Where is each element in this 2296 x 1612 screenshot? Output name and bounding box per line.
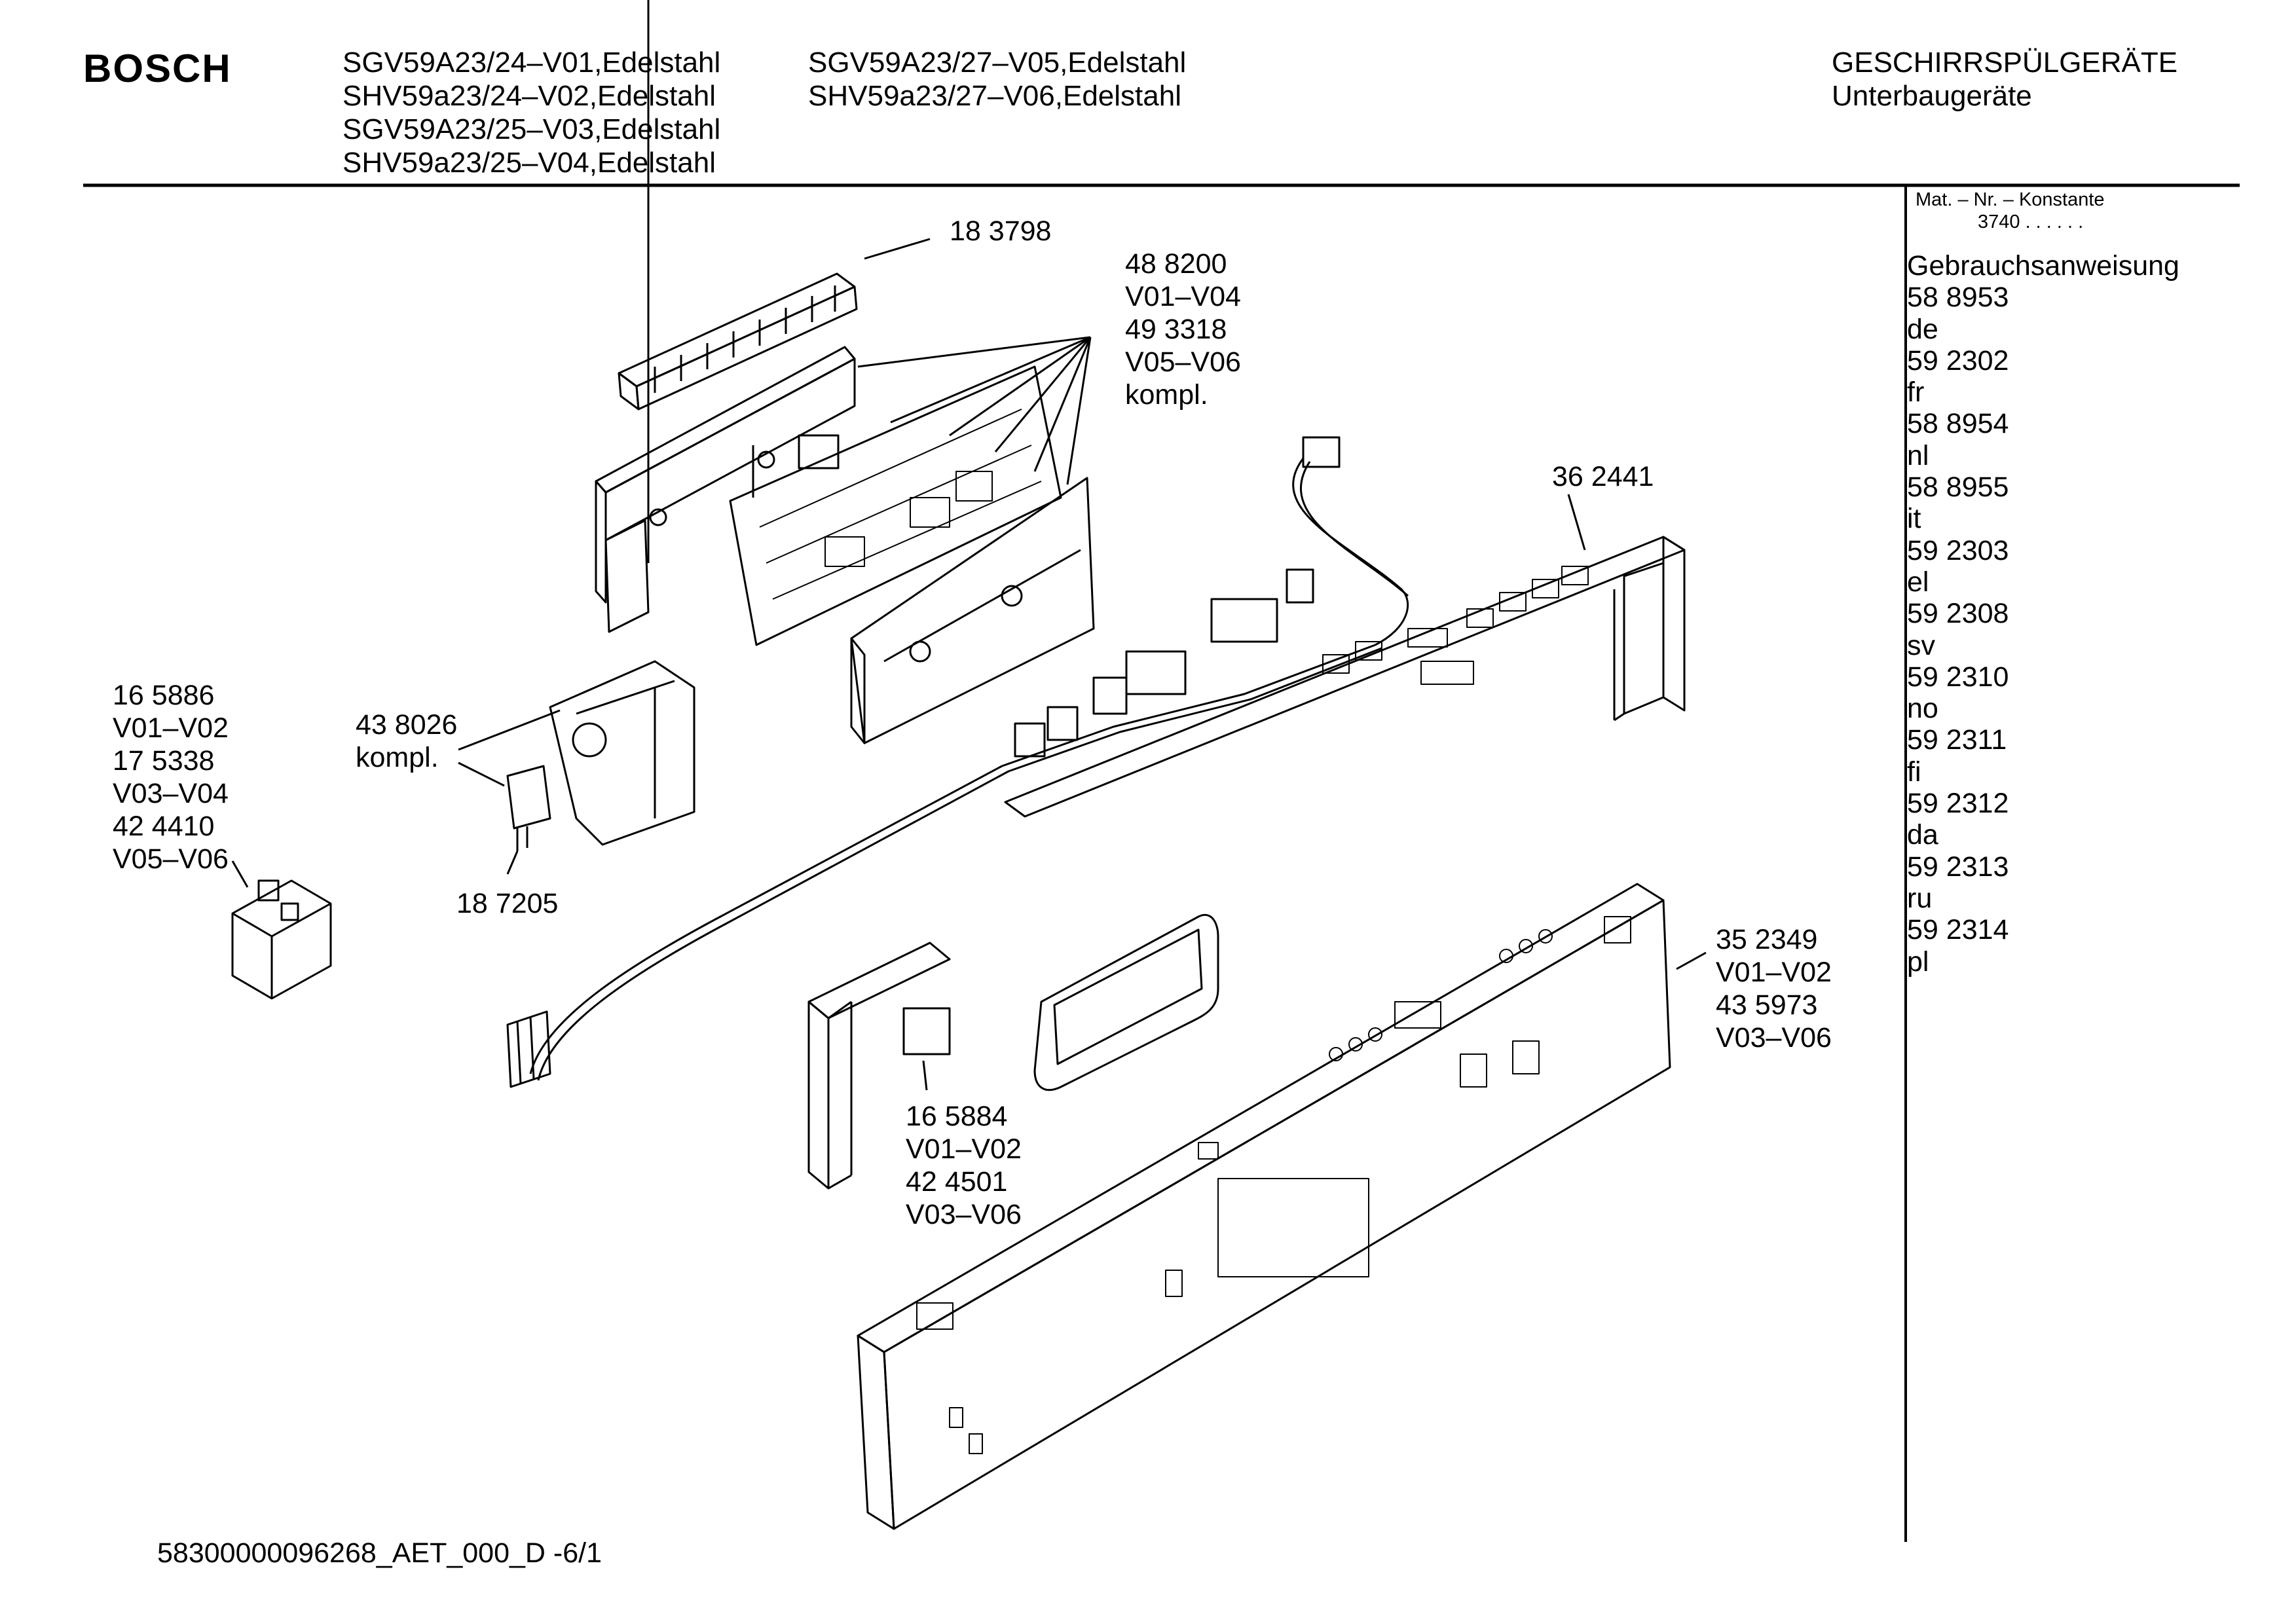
front-trim-part	[807, 913, 1219, 1190]
label-line: V05–V06	[113, 843, 229, 875]
control-module-part	[595, 0, 1095, 744]
manual-number: 58 8953	[1907, 282, 2009, 314]
part-label-362441: 36 2441	[1552, 461, 1654, 492]
part-label-187205: 18 7205	[456, 888, 559, 919]
relay-part	[231, 860, 332, 1000]
manual-lang: el	[1907, 566, 1929, 598]
manual-lang: no	[1907, 693, 1938, 725]
manual-lang: it	[1907, 503, 1921, 535]
manual-lang: da	[1907, 819, 1938, 851]
document-code: 58300000096268_AET_000_D -6/1	[157, 1537, 602, 1569]
label-line: 17 5338	[113, 745, 215, 777]
model-line: SHV59a23/25–V04,Edelstahl	[343, 147, 716, 179]
manual-number: 59 2310	[1907, 661, 2009, 693]
manual-number: 59 2308	[1907, 598, 2009, 630]
part-label-165886: 16 5886 V01–V02 17 5338 V03–V04 42 4410 …	[113, 679, 229, 875]
model-line: SHV59a23/24–V02,Edelstahl	[343, 80, 716, 112]
part-label-165884: 16 5884 V01–V02 42 4501 V03–V06	[906, 1100, 1022, 1231]
button-strip-part	[618, 272, 858, 411]
mat-value: 3740 . . . . . .	[1978, 211, 2084, 232]
label-line: V01–V02	[1716, 957, 1832, 988]
model-line: SGV59A23/24–V01,Edelstahl	[343, 46, 721, 79]
solenoid-part	[458, 660, 695, 875]
brand-logo: BOSCH	[83, 46, 232, 90]
part-label-352349: 35 2349 V01–V02 43 5973 V03–V06	[1716, 923, 1832, 1054]
category-block: GESCHIRRSPÜLGERÄTE Unterbaugeräte	[1832, 46, 2177, 113]
manual-number: 59 2314	[1907, 914, 2009, 946]
control-panel-part	[857, 883, 1707, 1530]
part-label-183798: 18 3798	[950, 215, 1052, 247]
side-frame-part	[1004, 494, 1686, 818]
manual-lang: de	[1907, 313, 1938, 345]
manual-number: 59 2313	[1907, 851, 2009, 883]
label-line: V05–V06	[1125, 346, 1241, 378]
manual-number: 58 8955	[1907, 471, 2009, 504]
label-line: 42 4501	[906, 1166, 1008, 1198]
manual-lang: ru	[1907, 882, 1933, 914]
model-list-2: SGV59A23/27–V05,Edelstahl SHV59a23/27–V0…	[808, 46, 1186, 113]
manual-lang: nl	[1907, 439, 1929, 471]
manual-lang: fi	[1907, 756, 1921, 788]
manual-number: 59 2302	[1907, 344, 2009, 376]
model-line: SHV59a23/27–V06,Edelstahl	[808, 80, 1181, 112]
manual-lang: fr	[1907, 376, 1925, 409]
part-label-438026: 43 8026 kompl.	[356, 708, 457, 774]
mat-constant: Mat. – Nr. – Konstante 3740 . . . . . .	[1916, 189, 2105, 233]
label-line: 16 5886	[113, 680, 215, 711]
label-line: V01–V02	[113, 712, 229, 744]
manual-number: 59 2312	[1907, 788, 2009, 820]
model-line: SGV59A23/27–V05,Edelstahl	[808, 46, 1187, 79]
category-subtitle: Unterbaugeräte	[1832, 80, 2032, 112]
label-line: kompl.	[1125, 379, 1208, 411]
category-title: GESCHIRRSPÜLGERÄTE	[1832, 46, 2178, 79]
mat-label: Mat. – Nr. – Konstante	[1916, 189, 2105, 210]
model-list-1: SGV59A23/24–V01,Edelstahl SHV59a23/24–V0…	[343, 46, 720, 179]
label-line: V01–V02	[906, 1133, 1022, 1165]
model-line: SGV59A23/25–V03,Edelstahl	[343, 113, 721, 145]
label-line: kompl.	[356, 742, 439, 773]
label-line: V03–V04	[113, 778, 229, 809]
label-line: V03–V06	[906, 1199, 1022, 1230]
part-label-488200: 48 8200 V01–V04 49 3318 V05–V06 kompl.	[1125, 247, 1241, 411]
label-line: 43 5973	[1716, 989, 1818, 1021]
label-line: 35 2349	[1716, 924, 1818, 955]
label-line: V03–V06	[1716, 1022, 1832, 1053]
wiring-harness-part	[506, 436, 1409, 1088]
manual-number: 58 8954	[1907, 408, 2009, 440]
manual-lang: pl	[1907, 945, 1929, 978]
label-line: 16 5884	[906, 1101, 1008, 1132]
manual-heading: Gebrauchsanweisung	[1907, 250, 2179, 282]
label-line: 42 4410	[113, 811, 215, 842]
label-line: 49 3318	[1125, 314, 1227, 345]
manual-lang: sv	[1907, 629, 1935, 661]
label-line: 48 8200	[1125, 248, 1227, 280]
manual-list: Gebrauchsanweisung 58 8953 de 59 2302 fr…	[1907, 250, 2179, 978]
manual-number: 59 2303	[1907, 534, 2009, 566]
manual-number: 59 2311	[1907, 724, 2007, 756]
label-line: 43 8026	[356, 709, 458, 741]
label-line: V01–V04	[1125, 281, 1241, 312]
